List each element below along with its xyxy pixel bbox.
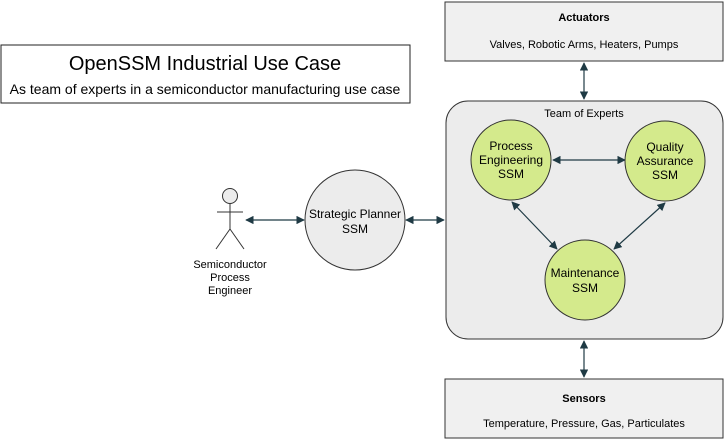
maintenance-ssm-node[interactable]: Maintenance SSM <box>544 239 626 321</box>
process-engineering-line-1: Process <box>489 139 532 153</box>
actor-label-line-2: Process <box>210 272 250 284</box>
process-engineering-ssm-node[interactable]: Process Engineering SSM <box>470 119 552 201</box>
actuators-items: Valves, Robotic Arms, Heaters, Pumps <box>490 39 679 51</box>
semiconductor-process-engineer-actor[interactable]: Semiconductor Process Engineer <box>193 188 267 298</box>
process-engineering-line-2: Engineering <box>479 153 543 167</box>
actuators-box[interactable]: Actuators Valves, Robotic Arms, Heaters,… <box>444 1 724 62</box>
strategic-planner-line-1: Strategic Planner <box>309 207 401 221</box>
team-of-experts-label: Team of Experts <box>544 108 624 120</box>
stick-figure-icon <box>215 188 245 250</box>
connectors <box>245 62 666 378</box>
diagram-subtitle: As team of experts in a semiconductor ma… <box>10 81 401 97</box>
actor-label-line-3: Engineer <box>208 285 252 297</box>
strategic-planner-line-2: SSM <box>342 222 368 236</box>
sensors-items: Temperature, Pressure, Gas, Particulates <box>483 418 685 430</box>
quality-assurance-line-3: SSM <box>652 168 678 182</box>
connector-process-maintenance <box>511 201 558 250</box>
quality-assurance-ssm-node[interactable]: Quality Assurance SSM <box>624 120 706 202</box>
quality-assurance-line-2: Assurance <box>637 154 694 168</box>
title-box: OpenSSM Industrial Use Case As team of e… <box>0 44 411 104</box>
diagram-title: OpenSSM Industrial Use Case <box>69 53 341 75</box>
sensors-box[interactable]: Sensors Temperature, Pressure, Gas, Part… <box>444 378 724 439</box>
sensors-heading: Sensors <box>562 393 605 405</box>
quality-assurance-line-1: Quality <box>646 140 683 154</box>
strategic-planner-ssm-node[interactable]: Strategic Planner SSM <box>304 169 406 271</box>
connector-quality-maintenance <box>613 202 666 250</box>
actor-label-line-1: Semiconductor <box>193 259 267 271</box>
actuators-heading: Actuators <box>558 12 609 24</box>
process-engineering-line-3: SSM <box>498 167 524 181</box>
maintenance-line-1: Maintenance <box>551 266 620 280</box>
maintenance-line-2: SSM <box>572 281 598 295</box>
